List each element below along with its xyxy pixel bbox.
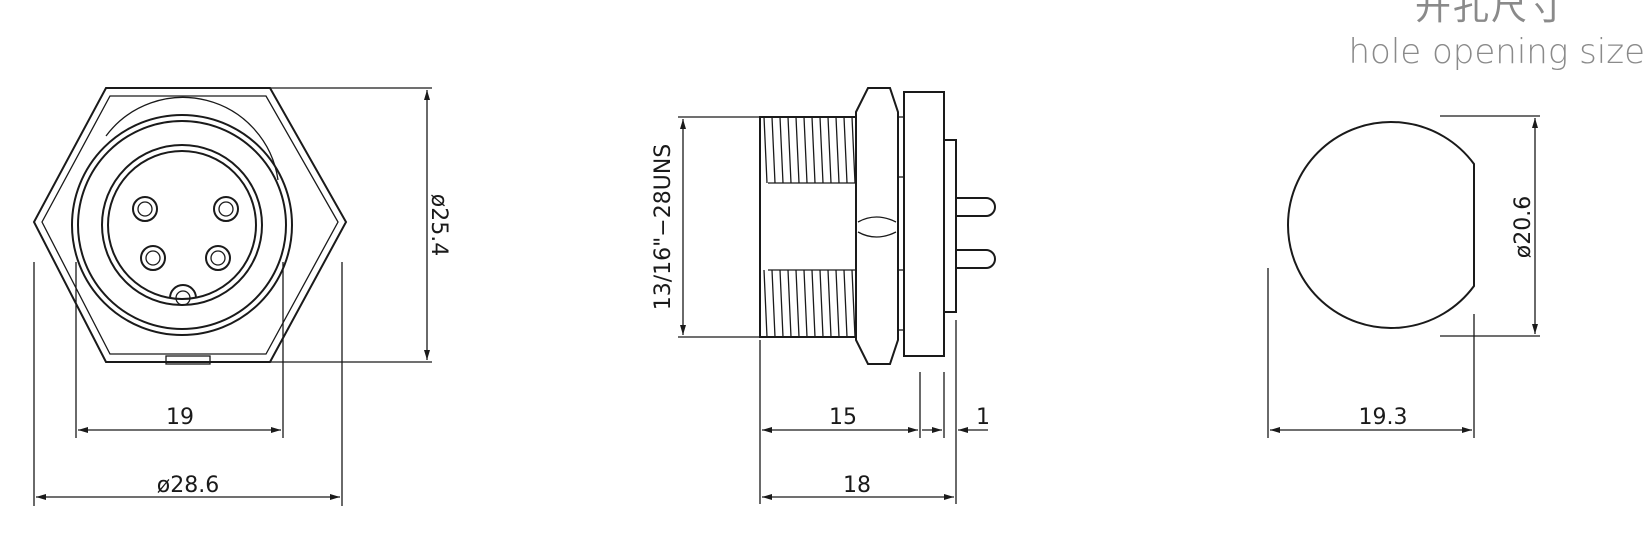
key-notch bbox=[169, 284, 197, 299]
dim-label-15: 15 bbox=[829, 405, 857, 430]
hex-nut-chamfer bbox=[41, 95, 339, 355]
pin-hole-2-inner bbox=[218, 201, 234, 217]
flange-circle bbox=[71, 114, 293, 336]
thread-bottom bbox=[763, 269, 856, 338]
nut-facet bbox=[857, 216, 897, 238]
pin-hole-4 bbox=[205, 245, 231, 271]
thread-top bbox=[763, 116, 856, 184]
heading-en: hole opening size bbox=[1348, 32, 1645, 72]
pin-hole-2 bbox=[213, 196, 239, 222]
flange-inner-circle bbox=[77, 120, 287, 330]
hex-nut-outline bbox=[32, 87, 348, 363]
dim-label-19-3: 19.3 bbox=[1359, 405, 1408, 430]
insert-body-circle bbox=[101, 144, 263, 306]
thread-fragment-bottom bbox=[897, 269, 905, 331]
front-view: 19 ø28.6 ø25.4 bbox=[32, 87, 451, 506]
dim-label-20-6: ø20.6 bbox=[1511, 196, 1536, 258]
nut-profile bbox=[855, 87, 899, 365]
pin-hole-1 bbox=[132, 196, 158, 222]
heading-cn: 开孔尺寸 bbox=[1414, 0, 1567, 28]
dim-label-thread: 13/16"−28UNS bbox=[651, 144, 676, 310]
dim-label-18: 18 bbox=[843, 473, 871, 498]
side-view: 13/16"−28UNS 15 1 18 bbox=[651, 87, 996, 504]
barrel-body bbox=[759, 116, 857, 338]
key-notch-inner bbox=[175, 290, 191, 306]
dim-label-1: 1 bbox=[976, 405, 990, 430]
pin-hole-4-inner bbox=[210, 250, 226, 266]
panel-plate bbox=[903, 91, 945, 357]
thread-arc bbox=[105, 96, 279, 181]
pin-hole-3-inner bbox=[145, 250, 161, 266]
dim-label-25-4: ø25.4 bbox=[426, 194, 451, 256]
dim-label-19: 19 bbox=[166, 405, 194, 430]
bottom-tab bbox=[165, 355, 211, 365]
hole-opening-view: 19.3 ø20.6 bbox=[1267, 115, 1540, 438]
pin-hole-3 bbox=[140, 245, 166, 271]
hole-outline bbox=[1287, 121, 1475, 329]
rear-plate bbox=[943, 139, 957, 313]
solder-pin-1 bbox=[956, 197, 996, 217]
pin-hole-1-inner bbox=[137, 201, 153, 217]
thread-fragment-top bbox=[897, 116, 905, 178]
insert-face-circle bbox=[107, 150, 257, 300]
solder-pin-2 bbox=[956, 249, 996, 269]
dim-label-28-6: ø28.6 bbox=[157, 473, 219, 498]
